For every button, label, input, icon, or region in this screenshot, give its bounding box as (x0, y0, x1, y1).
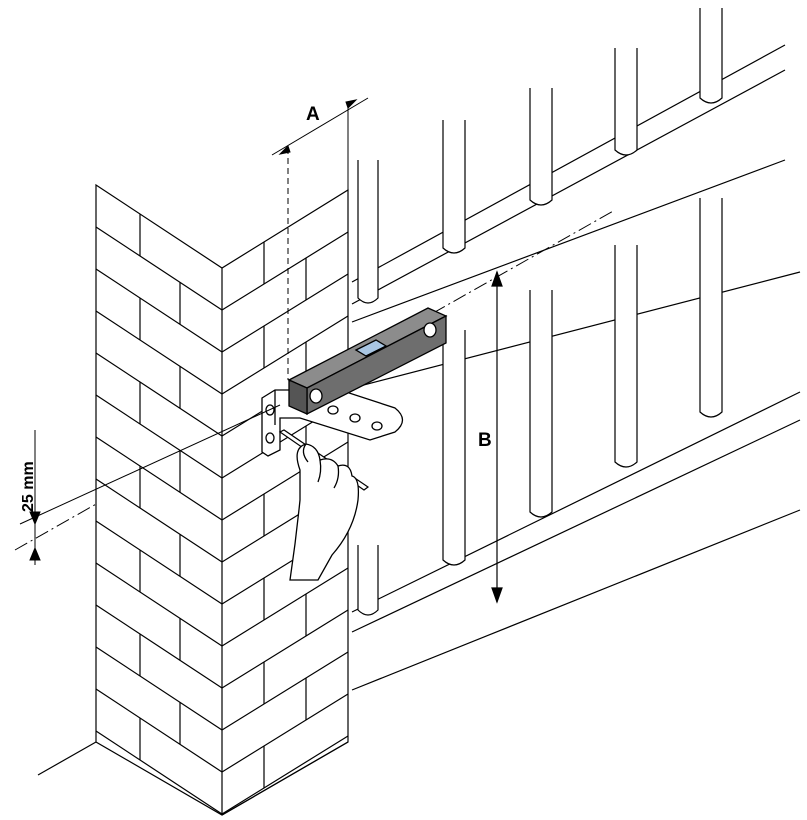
brick-course (95, 730, 223, 815)
brick-course (221, 735, 349, 815)
ground-lines (37, 741, 349, 816)
label-b: B (478, 430, 492, 451)
brick-pillar (95, 183, 349, 816)
brick-course (95, 520, 223, 605)
dimension-b (491, 270, 503, 604)
brick-course (95, 226, 223, 311)
brick-course (221, 315, 349, 395)
label-a: A (306, 104, 320, 125)
brick-course (95, 394, 223, 479)
brick-course (95, 352, 223, 437)
brick-course (221, 567, 349, 647)
brick-course (221, 273, 349, 353)
brick-course (95, 268, 223, 353)
label-25mm: 25 mm (20, 461, 37, 512)
level-vial-right (423, 322, 437, 338)
brick-course (95, 604, 223, 689)
level-vial-left (309, 388, 323, 404)
dimension-25mm (19, 404, 281, 565)
brick-course (221, 609, 349, 689)
dimension-a (271, 97, 369, 380)
brick-course (95, 562, 223, 647)
brick-course (95, 646, 223, 731)
brick-course (221, 441, 349, 521)
brick-course (221, 231, 349, 311)
gate-fence (351, 8, 801, 691)
brick-course (221, 693, 349, 773)
brick-course (221, 651, 349, 731)
brick-course (95, 478, 223, 563)
brick-course (95, 436, 223, 521)
brick-course (95, 310, 223, 395)
spirit-level (287, 307, 448, 416)
hand (289, 443, 360, 581)
brick-course (95, 688, 223, 773)
